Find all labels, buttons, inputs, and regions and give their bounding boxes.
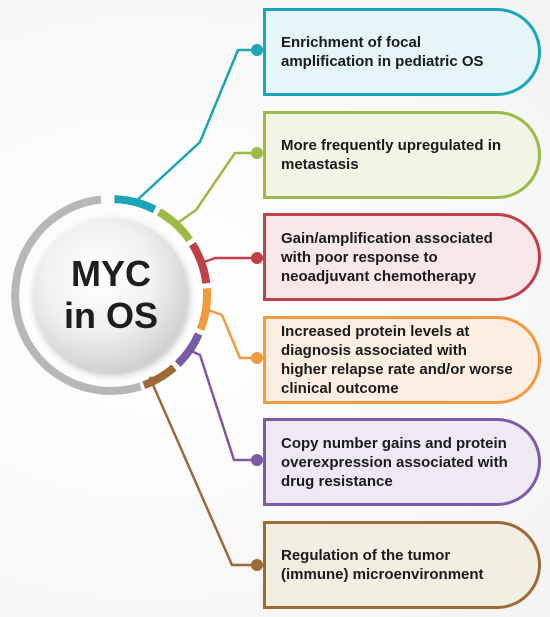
connector-dot-1: [251, 44, 263, 56]
item-text-3: Gain/amplification associated with poor …: [281, 229, 493, 285]
item-box-6: Regulation of the tumor (immune) microen…: [263, 521, 541, 609]
item-text-2: More frequently upregulated in metastasi…: [281, 137, 502, 173]
connector-dot-3: [251, 252, 263, 264]
item-box-2: More frequently upregulated in metastasi…: [263, 111, 541, 199]
item-box-4: Increased protein levels at diagnosis as…: [263, 316, 541, 404]
ring-segment-2: [156, 208, 193, 243]
item-box-3: Gain/amplification associated with poor …: [263, 213, 541, 301]
connector-line-4: [205, 308, 257, 360]
connector-line-3: [201, 256, 257, 265]
connector-dot-4: [251, 352, 263, 364]
item-text-4: Increased protein levels at diagnosis as…: [281, 323, 513, 397]
ring-segment-1: [114, 195, 157, 214]
connectors: [134, 44, 263, 571]
ring-grey-segment: [11, 195, 142, 395]
item-box-1: Enrichment of focal amplification in ped…: [263, 8, 541, 96]
ring-segment-5: [174, 332, 203, 367]
connector-dot-5: [251, 454, 263, 466]
center-label: MYC in OS: [63, 253, 158, 336]
connector-line-2: [175, 151, 257, 226]
connector-line-1: [134, 48, 257, 204]
ring-segment-3: [188, 241, 211, 284]
connector-dot-6: [251, 559, 263, 571]
connector-line-5: [189, 348, 257, 462]
connector-dot-2: [251, 147, 263, 159]
item-text-1: Enrichment of focal amplification in ped…: [281, 34, 484, 70]
item-text-5: Copy number gains and protein overexpres…: [281, 434, 508, 490]
item-box-5: Copy number gains and protein overexpres…: [263, 418, 541, 506]
center-circle: [34, 218, 188, 372]
connector-line-6: [148, 376, 257, 567]
item-text-6: Regulation of the tumor (immune) microen…: [281, 547, 484, 583]
